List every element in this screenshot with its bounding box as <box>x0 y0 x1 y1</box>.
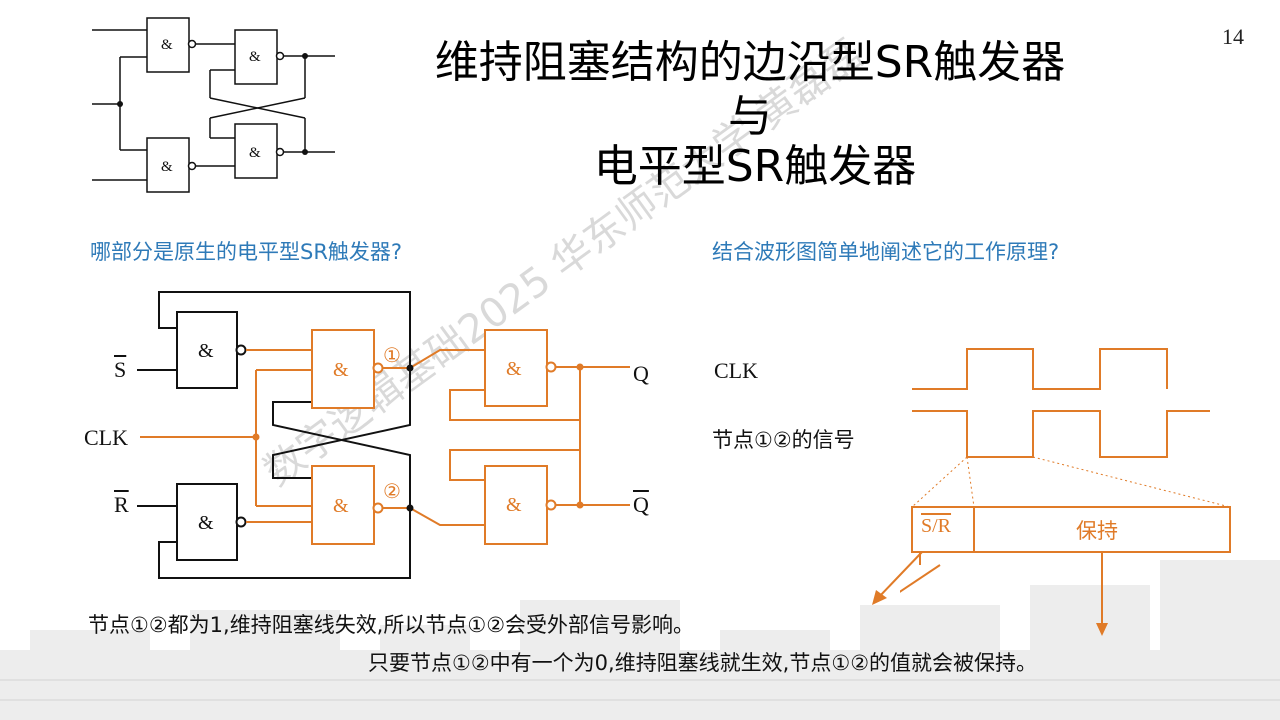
gate-r-label: & <box>198 512 214 534</box>
gate-r <box>176 483 238 561</box>
page-number: 14 <box>1222 24 1244 49</box>
input-r-label: R <box>114 492 129 517</box>
small-gate-4-label: & <box>161 159 173 175</box>
input-s-label: S <box>114 357 127 382</box>
small-gate-2-label: & <box>249 49 261 65</box>
phase-hold-label: 保持 <box>1076 519 1118 543</box>
gate-middle-bottom-label: & <box>333 495 349 517</box>
main-circuit: & & & & & & ① ② <box>137 291 630 579</box>
gate-latch-bottom <box>484 465 548 545</box>
node-1-marker: ① <box>383 345 401 367</box>
note-line-1: 节点①②都为1,维持阻塞线失效,所以节点①②会受外部信号影响。 <box>88 613 695 637</box>
waveform-clk-label: CLK <box>714 358 758 383</box>
small-gate-3 <box>234 123 278 179</box>
gate-latch-top <box>484 329 548 407</box>
output-qbar-label: Q <box>633 492 649 517</box>
question-right: 结合波形图简单地阐述它的工作原理? <box>712 240 1060 264</box>
input-clk-label: CLK <box>84 425 128 450</box>
gate-s <box>176 311 238 389</box>
small-gate-3-label: & <box>249 145 261 161</box>
gate-latch-bottom-label: & <box>506 494 522 516</box>
small-gate-1-label: & <box>161 37 173 53</box>
output-q-label: Q <box>633 361 649 386</box>
small-gate-4 <box>146 137 190 193</box>
gate-middle-top <box>311 329 375 409</box>
node-waveform <box>912 410 1210 458</box>
waveform-diagram <box>900 348 1231 636</box>
arrow-to-note-1 <box>872 551 923 605</box>
small-schematic: & & & & <box>92 17 335 193</box>
gate-s-label: & <box>198 340 214 362</box>
small-gate-2 <box>234 29 278 85</box>
note-line-2: 只要节点①②中有一个为0,维持阻塞线就生效,节点①②的值就会被保持。 <box>368 651 1038 675</box>
gate-middle-top-label: & <box>333 359 349 381</box>
gate-latch-top-label: & <box>506 358 522 380</box>
phase-sr-label: S/R <box>921 515 952 537</box>
clk-waveform <box>912 348 1168 390</box>
phase-box <box>911 506 1231 553</box>
question-left: 哪部分是原生的电平型SR触发器? <box>90 240 403 264</box>
title-line-2: 与 <box>728 91 772 142</box>
node-2-marker: ② <box>383 481 401 503</box>
title-line-1: 维持阻塞结构的边沿型SR触发器 <box>434 37 1066 88</box>
title-line-3: 电平型SR触发器 <box>593 141 917 192</box>
waveform-node-label: 节点①②的信号 <box>712 428 855 452</box>
